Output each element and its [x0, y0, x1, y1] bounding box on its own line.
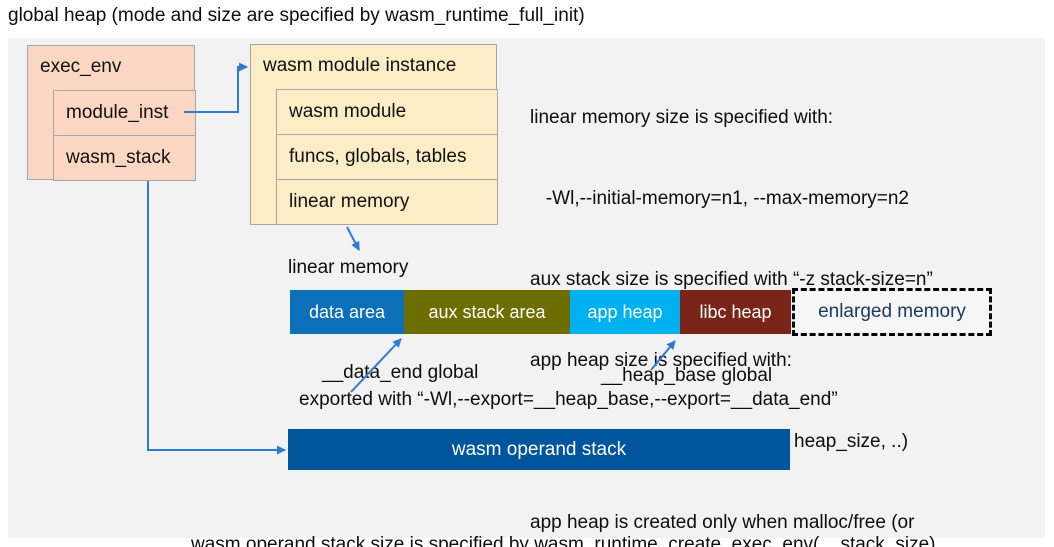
exec-env-row-module-inst: module_inst	[53, 90, 196, 136]
export-note-annotation: exported with “-Wl,--export=__heap_base,…	[299, 389, 838, 410]
exec-env-box: exec_env module_inst wasm_stack	[27, 45, 196, 181]
notes-bottom: wasm operand stack size is specified by …	[191, 480, 936, 547]
segment-libc-heap: libc heap	[680, 290, 791, 334]
note-line: app heap is created only when malloc/fre…	[530, 512, 915, 533]
note-line: app heap size is specified with:	[530, 350, 792, 371]
module-instance-row-linear-memory: linear memory	[276, 179, 498, 225]
module-instance-header: wasm module instance	[263, 55, 457, 76]
wasm-operand-stack-box: wasm operand stack	[288, 429, 790, 470]
linear-memory-label: linear memory	[288, 257, 409, 278]
data-end-annotation: __data_end global	[322, 362, 479, 383]
heap-base-annotation: __heap_base global	[601, 365, 773, 386]
exec-env-row-wasm-stack: wasm_stack	[53, 135, 196, 181]
note-line: wasm operand stack size is specified by …	[191, 534, 936, 547]
segment-aux-stack-area: aux stack area	[404, 290, 570, 334]
module-instance-box: wasm module instance wasm module funcs, …	[250, 44, 498, 225]
note-line: -Wl,--initial-memory=n1, --max-memory=n2	[530, 188, 909, 209]
exec-env-header: exec_env	[40, 56, 122, 77]
segment-enlarged-memory: enlarged memory	[792, 288, 992, 336]
segment-app-heap: app heap	[570, 290, 680, 334]
segment-data-area: data area	[290, 290, 404, 334]
diagram-title: global heap (mode and size are specified…	[8, 5, 585, 26]
notes-right: linear memory size is specified with: -W…	[530, 50, 933, 547]
module-instance-row-wasm-module: wasm module	[276, 89, 498, 135]
note-line: linear memory size is specified with:	[530, 107, 834, 128]
note-line: aux stack size is specified with “-z sta…	[530, 269, 933, 290]
module-instance-row-funcs-globals-tables: funcs, globals, tables	[276, 134, 498, 180]
